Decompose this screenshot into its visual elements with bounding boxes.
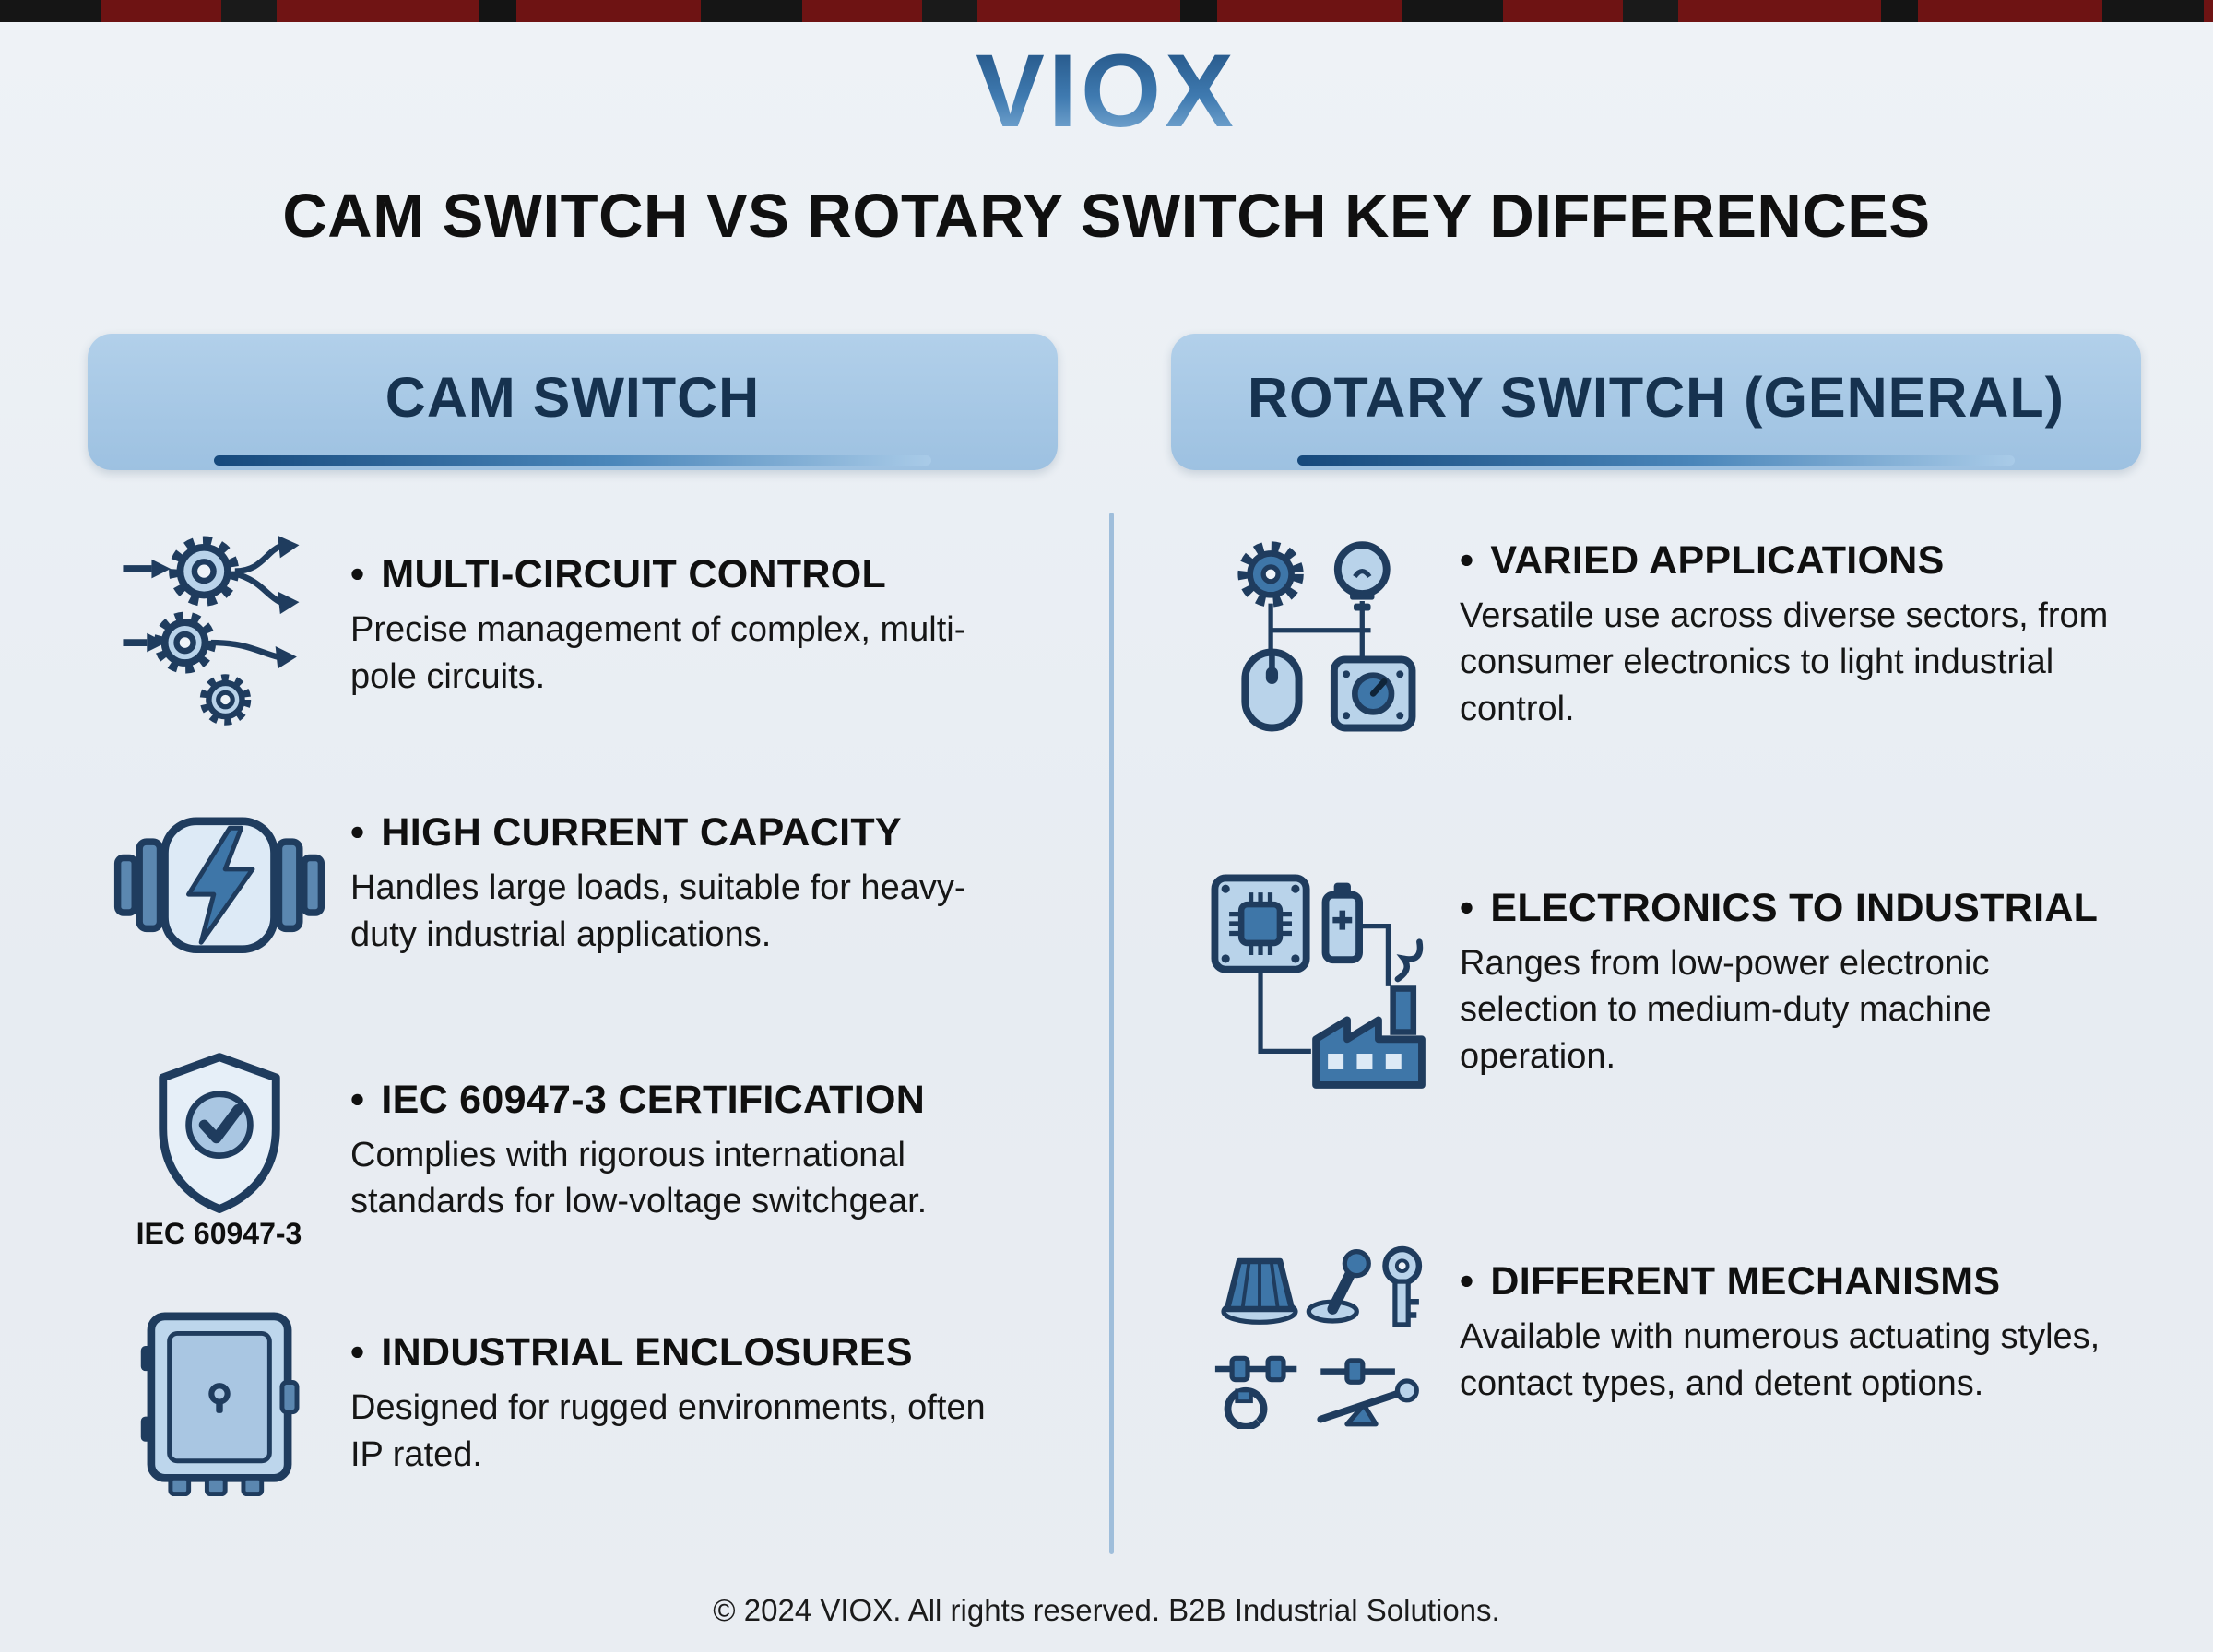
torn-edge-decoration	[0, 0, 2213, 22]
feature-item-certification: IEC 60947-3 IEC 60947-3 CERTIFICATION Co…	[88, 1051, 1097, 1251]
certification-standard-label: IEC 60947-3	[136, 1217, 302, 1250]
page-title: CAM SWITCH VS ROTARY SWITCH KEY DIFFEREN…	[282, 182, 1931, 251]
viox-logo: VIOX	[0, 31, 2213, 150]
feature-description: Precise management of complex, multi-pol…	[350, 610, 966, 696]
header-underline	[213, 455, 932, 466]
multi-circuit-gears-icon	[88, 524, 350, 728]
feature-title: ELECTRONICS TO INDUSTRIAL	[1460, 886, 2157, 931]
feature-title: HIGH CURRENT CAPACITY	[350, 810, 1084, 856]
feature-description: Designed for rugged environments, often …	[350, 1388, 986, 1474]
feature-description: Versatile use across diverse sectors, fr…	[1460, 596, 2109, 728]
feature-item-multi-circuit: MULTI-CIRCUIT CONTROL Precise management…	[88, 524, 1097, 728]
feature-description: Complies with rigorous international sta…	[350, 1135, 928, 1221]
feature-description: Ranges from low-power electronic selecti…	[1460, 944, 1992, 1076]
different-mechanisms-icon	[1178, 1237, 1460, 1429]
feature-item-enclosures: INDUSTRIAL ENCLOSURES Designed for rugge…	[88, 1307, 1097, 1501]
header-underline	[1296, 455, 2016, 466]
feature-item-high-current: HIGH CURRENT CAPACITY Handles large load…	[88, 798, 1097, 970]
lightning-capacitor-icon	[88, 798, 350, 970]
rotary-switch-header-label: ROTARY SWITCH (GENERAL)	[1248, 366, 2065, 429]
feature-description: Available with numerous actuating styles…	[1460, 1317, 2101, 1403]
feature-item-varied-applications: VARIED APPLICATIONS Versatile use across…	[1178, 525, 2170, 745]
feature-title: DIFFERENT MECHANISMS	[1460, 1259, 2157, 1304]
column-divider	[1109, 513, 1114, 1554]
copyright-footer: © 2024 VIOX. All rights reserved. B2B In…	[713, 1593, 1500, 1627]
feature-title: INDUSTRIAL ENCLOSURES	[350, 1330, 1084, 1375]
certification-shield-icon: IEC 60947-3	[88, 1051, 350, 1251]
cam-switch-header-label: CAM SWITCH	[385, 366, 761, 429]
varied-applications-icon	[1178, 525, 1460, 745]
feature-title: VARIED APPLICATIONS	[1460, 538, 2157, 584]
cam-switch-header: CAM SWITCH	[88, 334, 1058, 470]
feature-title: IEC 60947-3 CERTIFICATION	[350, 1078, 1084, 1123]
feature-item-mechanisms: DIFFERENT MECHANISMS Available with nume…	[1178, 1237, 2170, 1429]
feature-title: MULTI-CIRCUIT CONTROL	[350, 552, 1084, 597]
rotary-switch-header: ROTARY SWITCH (GENERAL)	[1171, 334, 2141, 470]
industrial-enclosure-icon	[88, 1307, 350, 1501]
feature-item-electronics-industrial: ELECTRONICS TO INDUSTRIAL Ranges from lo…	[1178, 868, 2170, 1097]
feature-description: Handles large loads, suitable for heavy-…	[350, 868, 966, 954]
electronics-to-industrial-icon	[1178, 868, 1460, 1097]
